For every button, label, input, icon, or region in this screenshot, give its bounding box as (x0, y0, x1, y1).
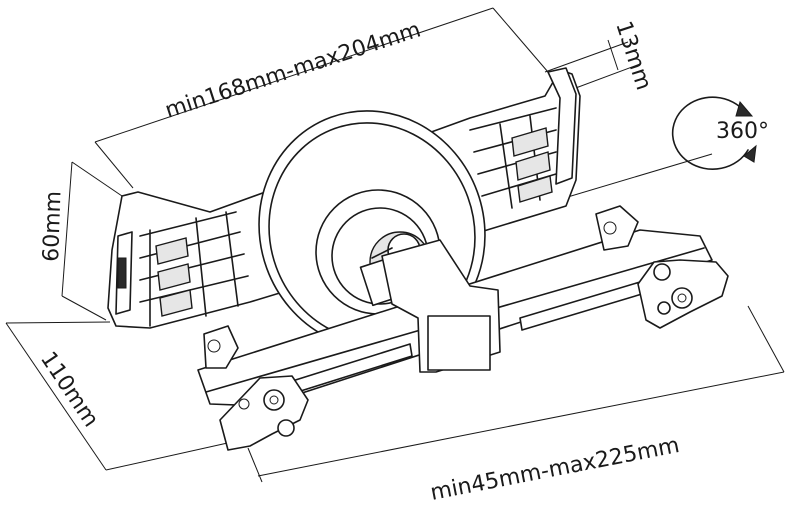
right-headrest-clamp (637, 259, 729, 329)
height-label: 60mm (39, 191, 66, 263)
depth-label: 13mm (610, 18, 656, 93)
rotation-label: 360° (716, 119, 769, 144)
left-headrest-clamp (219, 375, 309, 451)
headrest-bar (197, 205, 713, 407)
dimension-lines (5, 7, 785, 483)
clamp-height-label: 110mm (35, 347, 103, 431)
rotation-icon (671, 96, 757, 170)
right-ribs (469, 107, 557, 209)
left-ribs (139, 211, 249, 327)
bar-width-label: min45mm-max225mm (428, 433, 681, 506)
holder-width-label: min168mm-max204mm (162, 17, 424, 123)
